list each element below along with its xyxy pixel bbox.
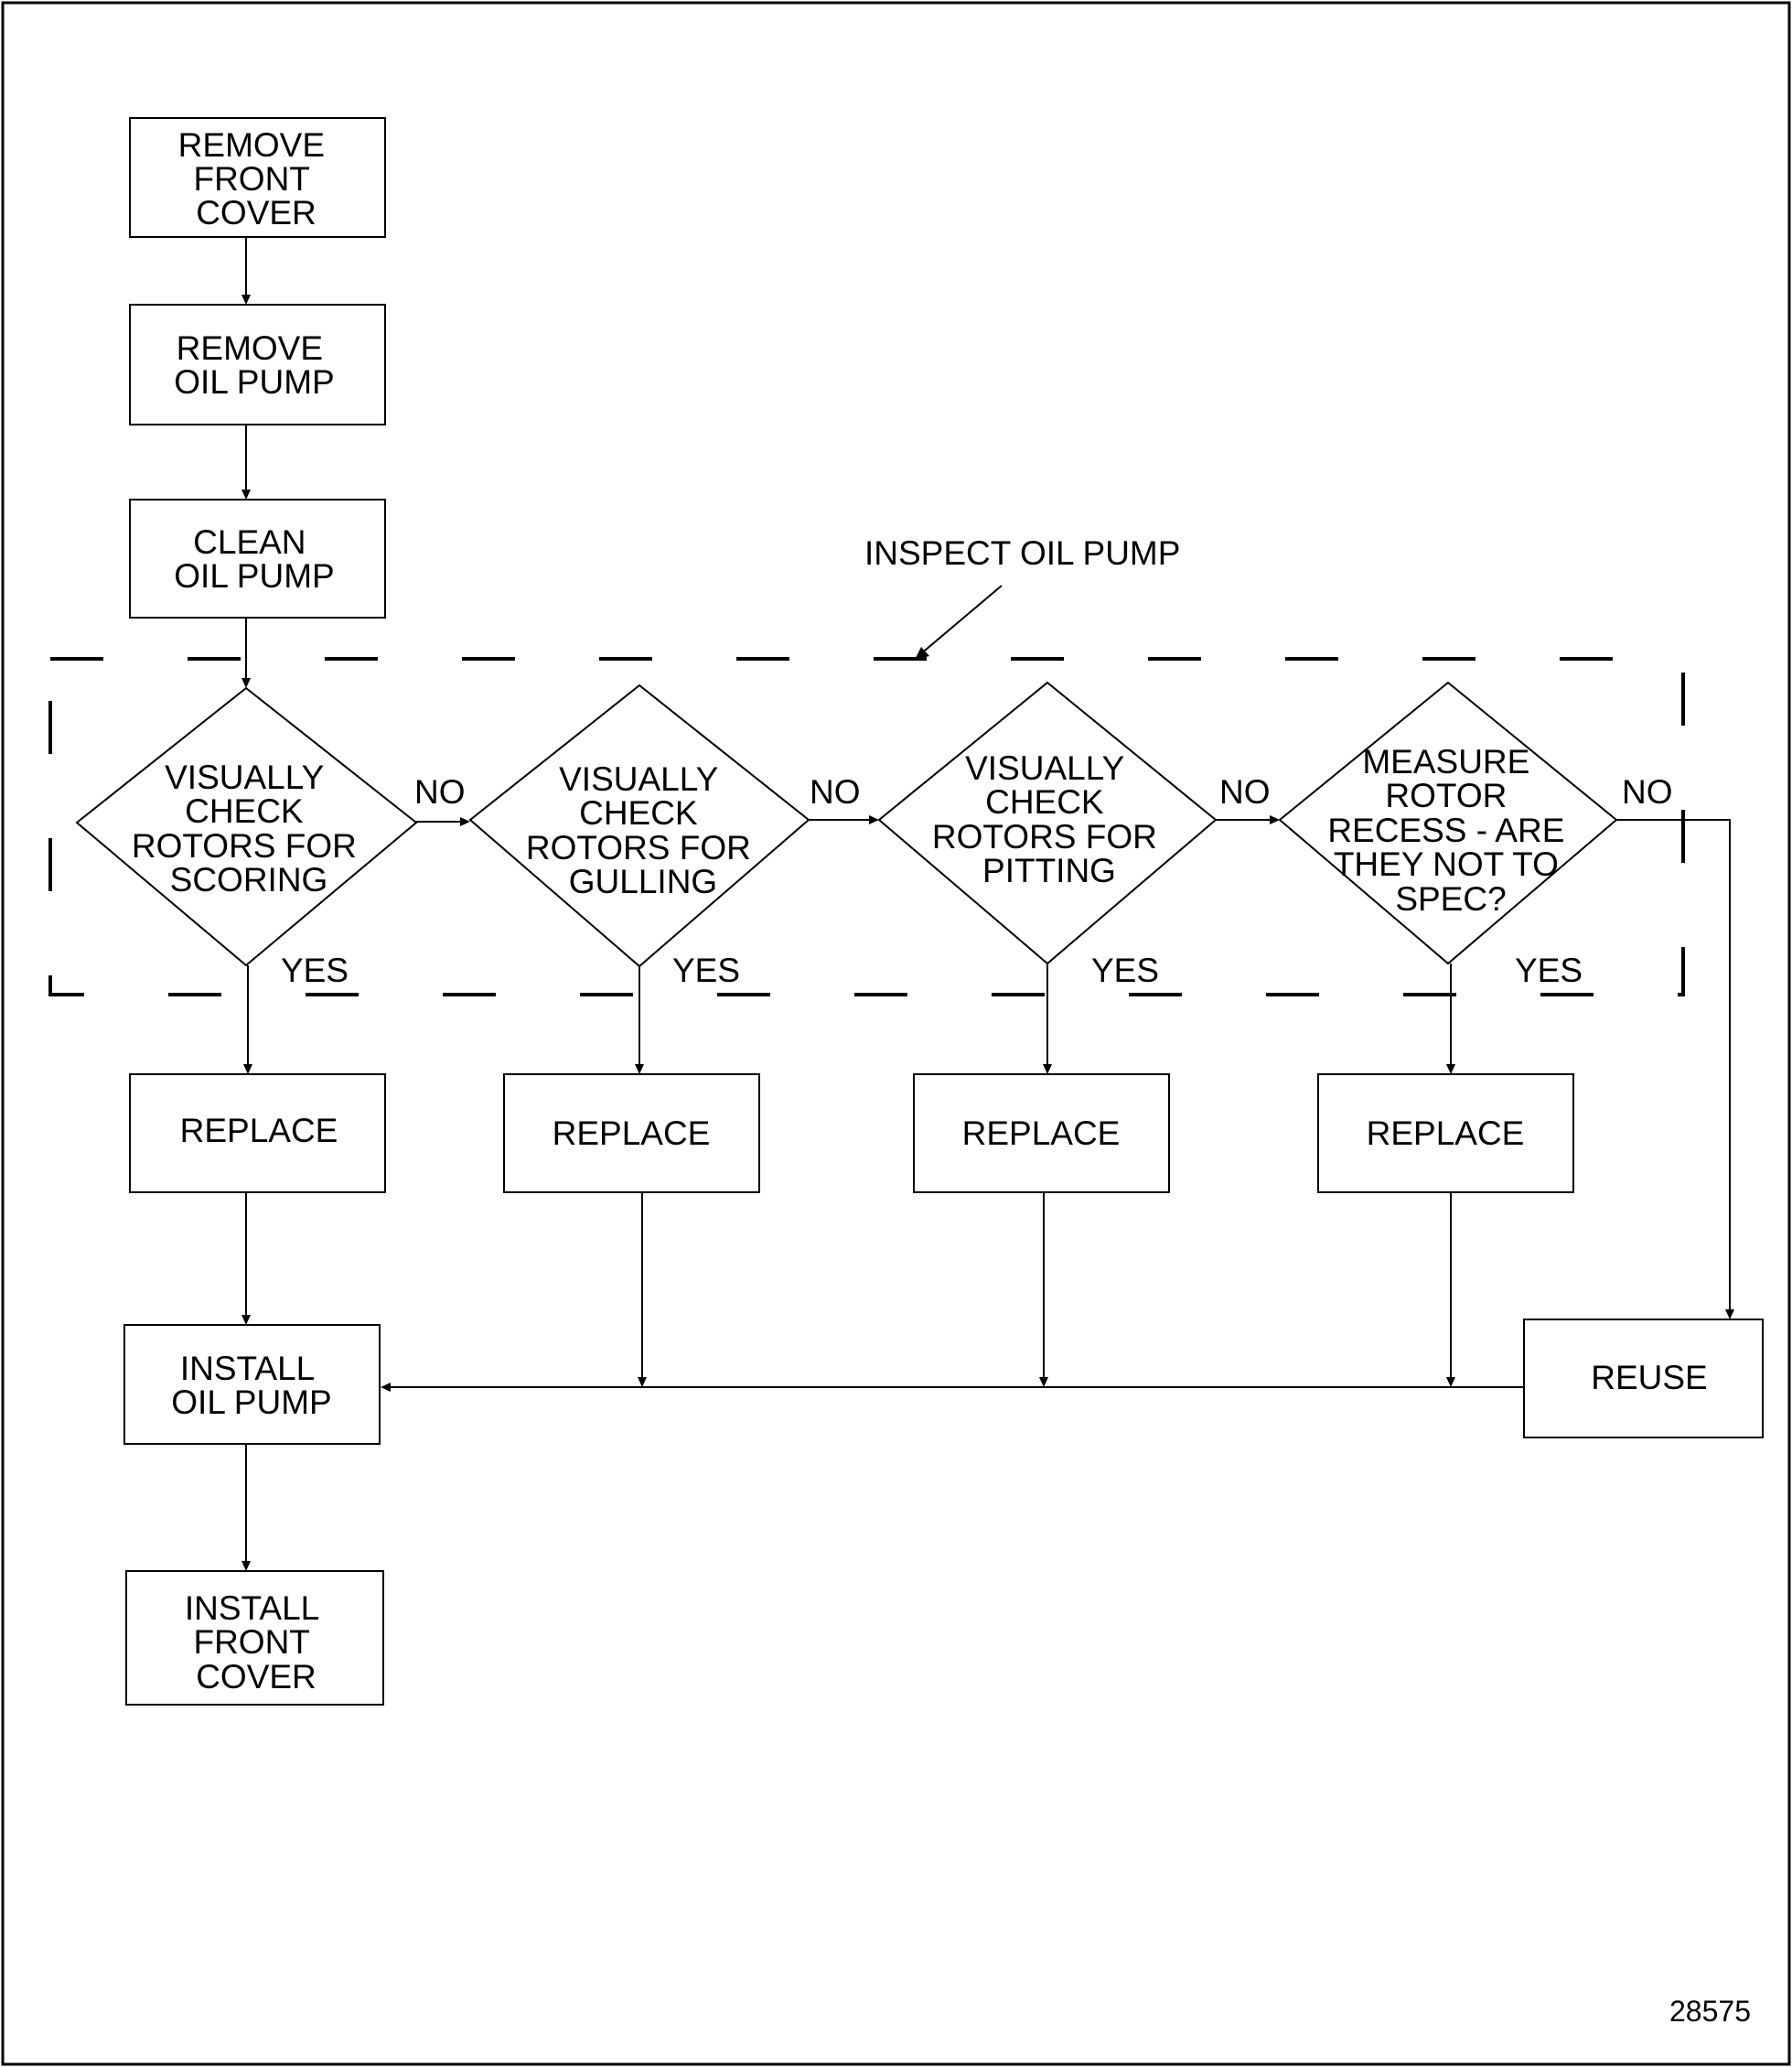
- arrowhead: [241, 1315, 251, 1325]
- arrowhead: [381, 1383, 391, 1392]
- install-oil-pump-text: INSTALL OIL PUMP: [171, 1350, 331, 1421]
- decision-scoring-text: VISUALLY CHECK ROTORS FOR SCORING: [132, 759, 366, 899]
- no-label-recess: NO: [1622, 773, 1673, 811]
- no-label-gulling: NO: [810, 773, 861, 811]
- clean-oil-pump-box: [129, 499, 386, 619]
- no-label-scoring: NO: [414, 773, 466, 811]
- replace-box-recess: [1317, 1073, 1574, 1193]
- arrowhead: [243, 1064, 252, 1074]
- arrowhead: [1039, 1377, 1048, 1387]
- connector-no-recess-to-reuse: [1616, 819, 1731, 1312]
- arrowhead: [241, 295, 251, 305]
- replace-box-pitting: [913, 1073, 1170, 1193]
- decision-recess-diamond: [1278, 681, 1618, 965]
- install-oil-pump-box: [123, 1324, 381, 1445]
- arrowhead: [1446, 1064, 1455, 1074]
- arrowhead: [460, 817, 470, 826]
- replace-text-gulling: REPLACE: [553, 1114, 711, 1152]
- decision-recess-text: MEASURE ROTOR RECESS - ARE THEY NOT TO S…: [1327, 743, 1573, 918]
- yes-label-pitting: YES: [1091, 952, 1159, 989]
- inspect-group-leader: [918, 585, 1003, 656]
- no-label-pitting: NO: [1219, 773, 1271, 811]
- figure-number: 28575: [1669, 1995, 1751, 2028]
- remove-front-cover-box: [129, 117, 386, 238]
- replace-box-gulling: [503, 1073, 760, 1193]
- install-front-cover-box: [125, 1570, 384, 1706]
- clean-oil-pump-text: CLEAN OIL PUMP: [174, 523, 334, 595]
- reuse-box: [1523, 1319, 1764, 1438]
- arrowhead: [869, 815, 879, 824]
- inspect-group-label: INSPECT OIL PUMP: [864, 534, 1180, 572]
- remove-front-cover-text: REMOVE FRONT COVER: [178, 126, 335, 231]
- decision-scoring-diamond: [75, 686, 418, 967]
- arrowhead: [1270, 815, 1280, 824]
- replace-text-recess: REPLACE: [1367, 1114, 1525, 1152]
- decision-pitting-text: VISUALLY CHECK ROTORS FOR PITTING: [932, 749, 1166, 889]
- decision-gulling-text: VISUALLY CHECK ROTORS FOR GULLING: [526, 760, 760, 900]
- remove-oil-pump-box: [129, 304, 386, 425]
- arrowhead: [635, 1064, 644, 1074]
- arrowhead: [1446, 1377, 1455, 1387]
- inspect-group-leader-arrowhead: [915, 647, 929, 660]
- arrowhead: [241, 490, 251, 500]
- yes-label-scoring: YES: [281, 952, 349, 989]
- replace-text-scoring: REPLACE: [180, 1112, 338, 1149]
- arrowhead: [638, 1377, 647, 1387]
- reuse-text: REUSE: [1591, 1359, 1707, 1396]
- arrowhead: [1725, 1309, 1734, 1319]
- yes-label-recess: YES: [1515, 952, 1583, 989]
- replace-text-pitting: REPLACE: [962, 1114, 1121, 1152]
- replace-box-scoring: [129, 1073, 386, 1193]
- arrowhead: [241, 1561, 251, 1571]
- install-front-cover-text: INSTALL FRONT COVER: [185, 1589, 327, 1696]
- inspect-group-boundary: [48, 657, 1685, 996]
- arrowhead: [241, 678, 251, 688]
- arrowhead: [1043, 1064, 1052, 1074]
- remove-oil-pump-text: REMOVE OIL PUMP: [174, 329, 334, 401]
- yes-label-gulling: YES: [672, 952, 740, 989]
